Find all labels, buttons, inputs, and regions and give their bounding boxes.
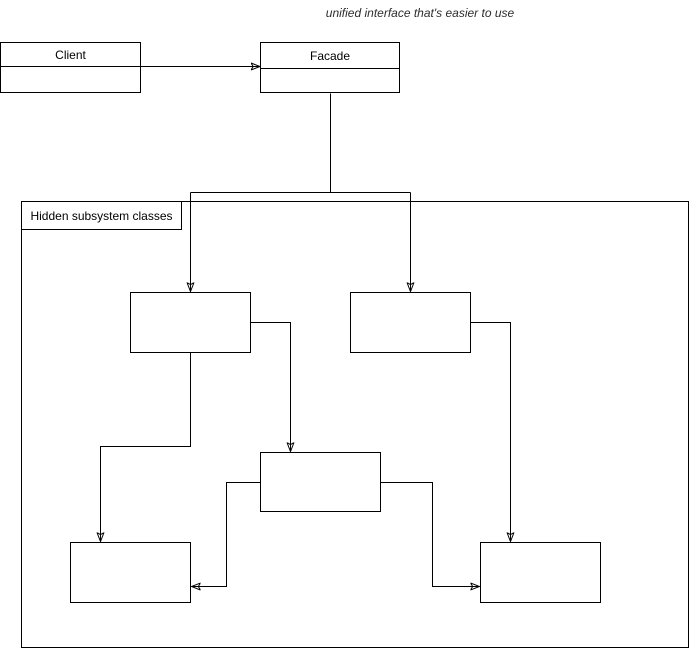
subsystem-box-bottom-right xyxy=(480,542,601,603)
client-class-title: Client xyxy=(1,43,140,67)
facade-class-title: Facade xyxy=(261,43,399,69)
subsystem-box-top-right xyxy=(350,292,471,353)
subsystem-box-middle xyxy=(260,452,381,512)
subsystem-container-label: Hidden subsystem classes xyxy=(21,201,182,230)
subsystem-box-top-left xyxy=(130,292,251,353)
diagram-caption: unified interface that's easier to use xyxy=(325,6,515,20)
client-class-box: Client xyxy=(0,42,141,93)
subsystem-box-bottom-left xyxy=(70,542,191,603)
facade-class-box: Facade xyxy=(260,42,400,93)
